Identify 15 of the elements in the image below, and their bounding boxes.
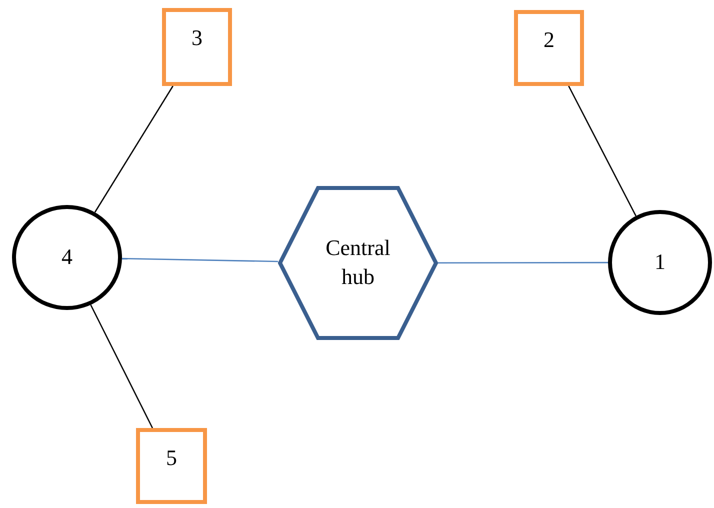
connector-line [94,86,174,213]
node-label: 3 [192,24,202,52]
hexagon-node [278,186,438,340]
node-label: Central hub [324,234,392,291]
node-label: 1 [654,248,666,276]
connector-line [438,262,608,264]
square-node [136,428,207,504]
node-label: 2 [544,26,554,54]
node-label: 4 [62,243,72,272]
connector-line [90,304,154,428]
node-label: 5 [166,444,177,472]
connector-line [122,258,278,262]
square-node [162,8,232,86]
connector-line [568,86,636,216]
square-node [514,10,584,86]
